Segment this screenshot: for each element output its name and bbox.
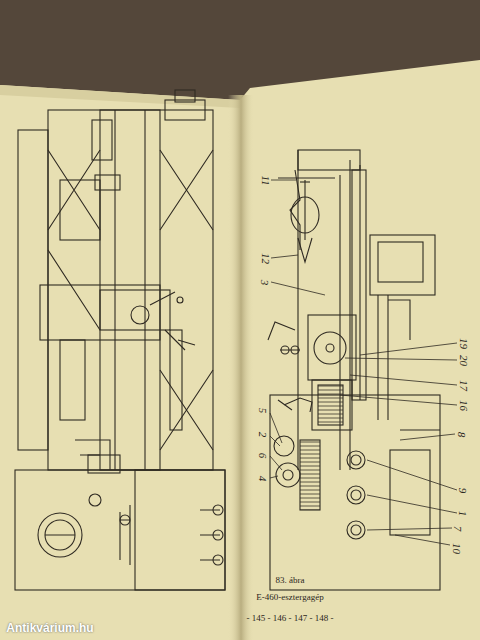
figure-caption: 83. ábra — [276, 576, 305, 585]
callout-number: 1 — [458, 510, 469, 516]
callout-number: 10 — [451, 543, 462, 554]
callout-number: 16 — [458, 400, 469, 411]
callout-number: 17 — [458, 380, 469, 391]
callout-number: 6 — [258, 452, 269, 458]
watermark: Antikvárium.hu — [6, 622, 93, 634]
callout-number: 7 — [453, 525, 464, 531]
callout-number: 12 — [260, 253, 271, 264]
callout-number: 9 — [458, 487, 469, 493]
callout-number: 2 — [258, 431, 269, 437]
callout-number: 11 — [260, 175, 271, 185]
callout-number: 20 — [458, 355, 469, 366]
callout-number: 4 — [258, 475, 269, 481]
callout-number: 5 — [258, 407, 269, 413]
caption-line: E-460-esztergagép — [256, 593, 323, 602]
callout-number: 8 — [457, 431, 468, 437]
page-numbers: - 145 - 146 - 147 - 148 - — [247, 614, 334, 623]
callout-number: 19 — [458, 338, 469, 349]
callout-number: 3 — [260, 279, 271, 285]
